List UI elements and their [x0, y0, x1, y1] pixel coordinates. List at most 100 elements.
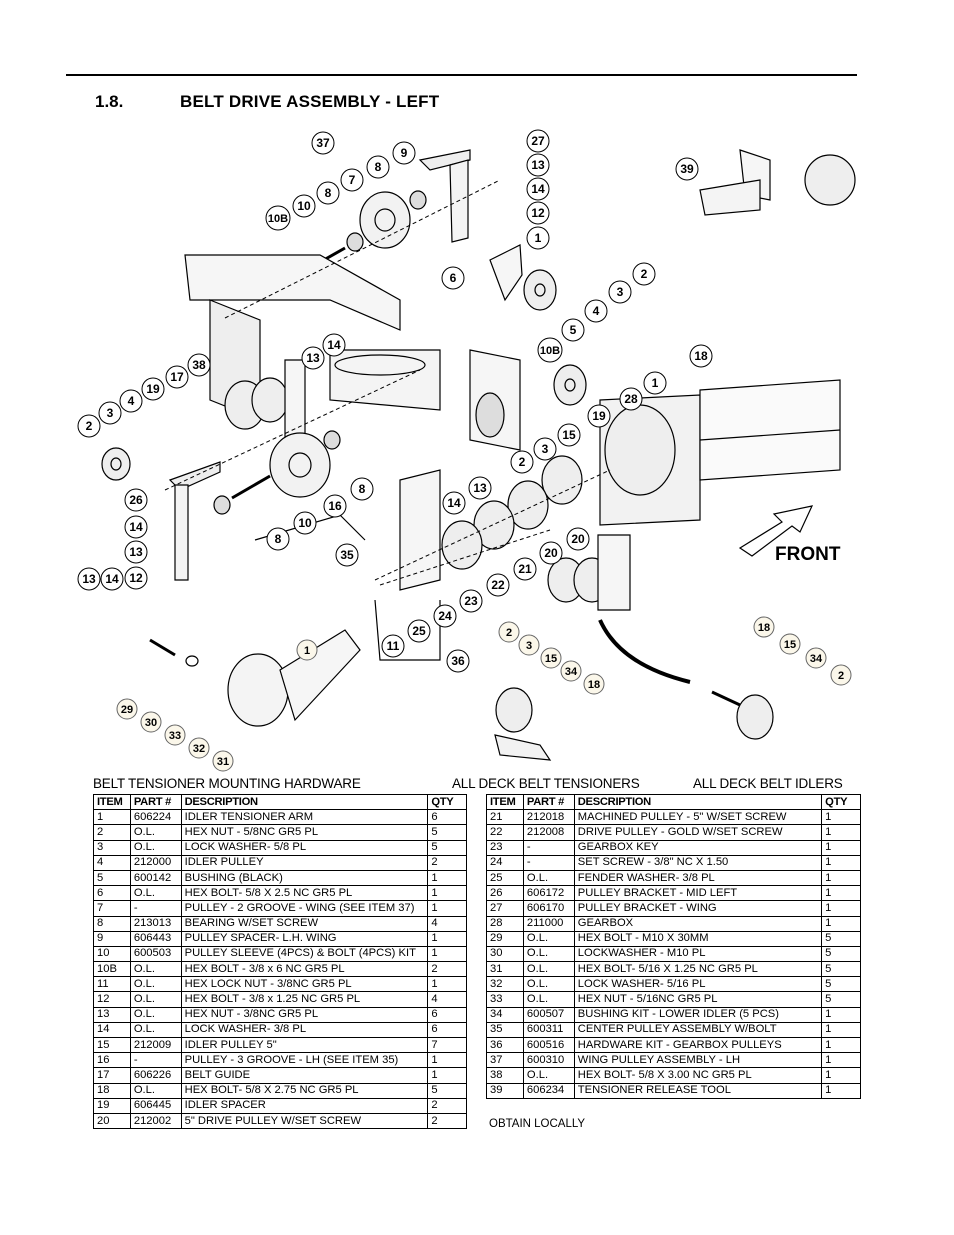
- callout: 2: [498, 621, 520, 643]
- cell-description: PULLEY SLEEVE (4PCS) & BOLT (4PCS) KIT: [180, 945, 429, 963]
- cell-qty: 1: [427, 1067, 467, 1084]
- cell-item: 14: [93, 1021, 131, 1039]
- cell-qty: 6: [427, 1006, 467, 1023]
- callout: 18: [689, 344, 713, 368]
- callout: 13: [468, 476, 492, 500]
- svg-text:15: 15: [784, 639, 796, 651]
- cell-item: 30: [486, 945, 524, 963]
- cell-item: 28: [486, 915, 524, 932]
- cell-item: 10: [93, 945, 131, 963]
- cell-item: 23: [486, 839, 524, 856]
- column-header-item: ITEM: [486, 793, 524, 811]
- callout: 8: [266, 527, 290, 551]
- svg-text:5: 5: [570, 323, 577, 337]
- callout: 15: [540, 647, 562, 669]
- svg-text:12: 12: [129, 571, 143, 585]
- column-header-part: PART #: [129, 793, 182, 811]
- cell-item: 39: [486, 1082, 524, 1099]
- cell-item: 13: [93, 1006, 131, 1023]
- cell-description: HEX NUT - 5/16NC GR5 PL: [573, 991, 823, 1008]
- callout: 14: [526, 177, 550, 201]
- column-header-qty: QTY: [427, 793, 467, 811]
- cell-item: 10B: [93, 961, 131, 978]
- cell-description: HEX BOLT- 5/8 X 2.75 NC GR5 PL: [180, 1082, 429, 1099]
- column-header-part: PART #: [522, 793, 575, 811]
- svg-text:36: 36: [451, 654, 465, 668]
- cell-qty: 5: [821, 976, 861, 993]
- cell-description: HEX BOLT - M10 X 30MM: [573, 930, 823, 947]
- cell-part-number: -: [522, 854, 575, 871]
- callout: 4: [119, 389, 143, 413]
- cell-item: 7: [93, 900, 131, 917]
- cell-qty: 7: [427, 1036, 467, 1054]
- callout: 1: [643, 371, 667, 395]
- svg-text:35: 35: [340, 548, 354, 562]
- cell-qty: 2: [427, 854, 467, 871]
- cell-item: 22: [486, 824, 524, 841]
- callout: 5: [561, 318, 585, 342]
- callout: 11: [381, 634, 405, 658]
- cell-item: 37: [486, 1052, 524, 1069]
- svg-text:8: 8: [375, 160, 382, 174]
- exploded-assembly-diagram: 37 9 27 13 14 12 8 7 8 10 10B 1 39 6 2 3…: [77, 129, 856, 772]
- cell-qty: 4: [427, 991, 467, 1008]
- svg-text:17: 17: [170, 370, 184, 384]
- cell-qty: 1: [427, 930, 467, 947]
- svg-text:39: 39: [680, 162, 694, 176]
- callout: 13: [526, 153, 550, 177]
- svg-text:27: 27: [531, 134, 545, 148]
- svg-text:4: 4: [128, 394, 135, 408]
- svg-text:29: 29: [121, 704, 133, 716]
- cell-part-number: 600310: [522, 1052, 575, 1069]
- cell-description: HEX BOLT - 3/8 x 6 NC GR5 PL: [180, 961, 429, 978]
- callout: 14: [124, 515, 148, 539]
- svg-text:13: 13: [531, 158, 545, 172]
- cell-item: 11: [93, 976, 131, 993]
- callout: 19: [141, 377, 165, 401]
- cell-description: PULLEY SPACER- L.H. WING: [180, 930, 429, 947]
- callout: 34: [560, 660, 582, 682]
- svg-text:4: 4: [593, 304, 600, 318]
- cell-part-number: 211000: [522, 915, 575, 932]
- callout: 18: [583, 673, 605, 695]
- svg-text:7: 7: [349, 173, 356, 187]
- callout: 10B: [265, 205, 291, 231]
- cell-item: 26: [486, 885, 524, 902]
- cell-part-number: 212018: [522, 809, 575, 826]
- callout: 32: [188, 737, 210, 759]
- column-header-qty: QTY: [821, 793, 861, 811]
- callout: 17: [165, 365, 189, 389]
- callout: 10B: [537, 337, 563, 363]
- callout: 15: [779, 633, 801, 655]
- caption-tensioners: ALL DECK BELT TENSIONERS: [452, 776, 640, 791]
- callout: 14: [100, 567, 124, 591]
- cell-qty: 2: [427, 1097, 467, 1114]
- cell-item: 3: [93, 839, 131, 856]
- cell-item: 18: [93, 1082, 131, 1099]
- cell-qty: 1: [427, 869, 467, 887]
- svg-text:1: 1: [304, 645, 310, 657]
- callout: 36: [446, 649, 470, 673]
- svg-text:14: 14: [327, 338, 341, 352]
- cell-item: 6: [93, 885, 131, 902]
- callout: 30: [140, 711, 162, 733]
- cell-part-number: 600142: [129, 869, 182, 887]
- table-header-row: ITEM PART # DESCRIPTION QTY: [93, 793, 467, 811]
- svg-text:14: 14: [105, 572, 119, 586]
- cell-qty: 1: [427, 945, 467, 963]
- svg-text:32: 32: [193, 743, 205, 755]
